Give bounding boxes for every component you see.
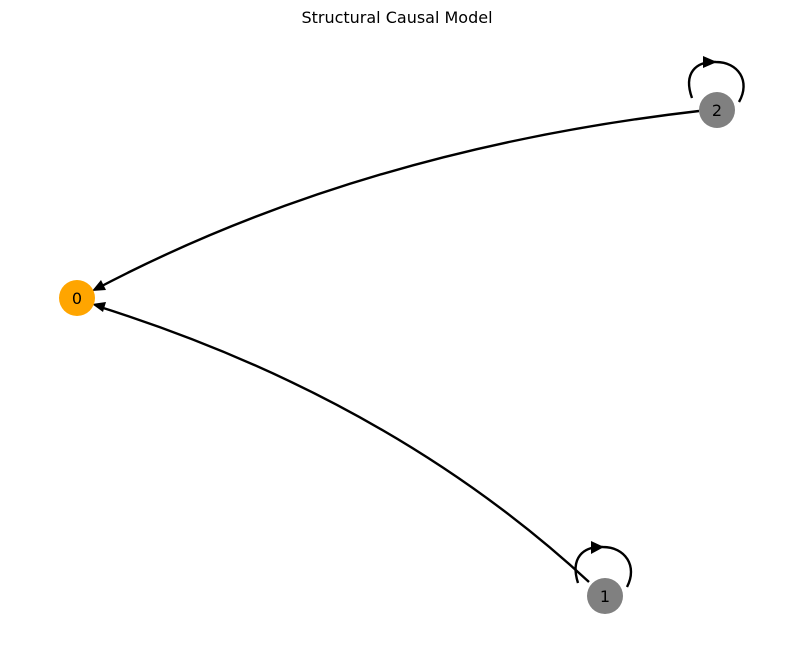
node-0-label: 0 [72,289,82,308]
node-0: 0 [59,280,95,316]
node-1-circle [587,578,623,614]
self-loop-2 [687,56,745,103]
self-loop-1 [574,541,633,588]
diagram-title: Structural Causal Model [301,8,492,27]
edge-1-to-0 [92,302,590,583]
node-2-label: 2 [712,101,722,120]
node-2: 2 [699,92,735,128]
node-1-label: 1 [600,587,610,606]
node-0-circle [59,280,95,316]
node-1: 1 [587,578,623,614]
edge-2-to-0 [92,109,700,291]
node-2-circle [699,92,735,128]
